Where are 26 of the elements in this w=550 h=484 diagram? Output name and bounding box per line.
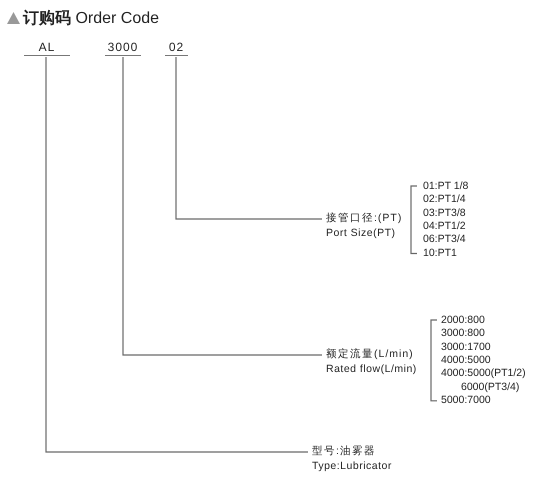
option-text: 3000:1700 [441,340,491,354]
code-segment: 3000 [105,40,141,56]
connector-line [45,57,308,453]
option-text: 5000:7000 [441,394,491,408]
option-text: 03:PT3/8 [423,206,466,220]
option-text: 6000(PT3/4) [461,380,520,394]
description-text: 额定流量(L/min) [326,347,415,362]
connector-line [175,57,322,220]
description-text: Port Size(PT) [326,226,397,241]
connector-line [122,57,322,356]
code-segment: 02 [165,40,188,56]
option-text: 01:PT 1/8 [423,180,468,194]
code-segment: AL [24,40,70,56]
option-text: 06:PT3/4 [423,233,466,246]
description-text: 接管口径:(PT) [326,211,402,226]
option-text: 2000:800 [441,314,485,328]
title: 订购码 Order Code [23,8,160,29]
option-text: 4000:5000 [441,354,491,368]
description-text: 型号:油雾器 [312,444,377,459]
option-text: 04:PT1/2 [423,220,466,234]
option-text: 4000:5000(PT1/2) [441,367,526,380]
option-text: 02:PT1/4 [423,193,466,207]
description-text: Type:Lubricator [312,459,392,474]
description-text: Rated flow(L/min) [326,362,417,377]
option-text: 10:PT1 [423,246,457,260]
option-text: 3000:800 [441,327,485,341]
